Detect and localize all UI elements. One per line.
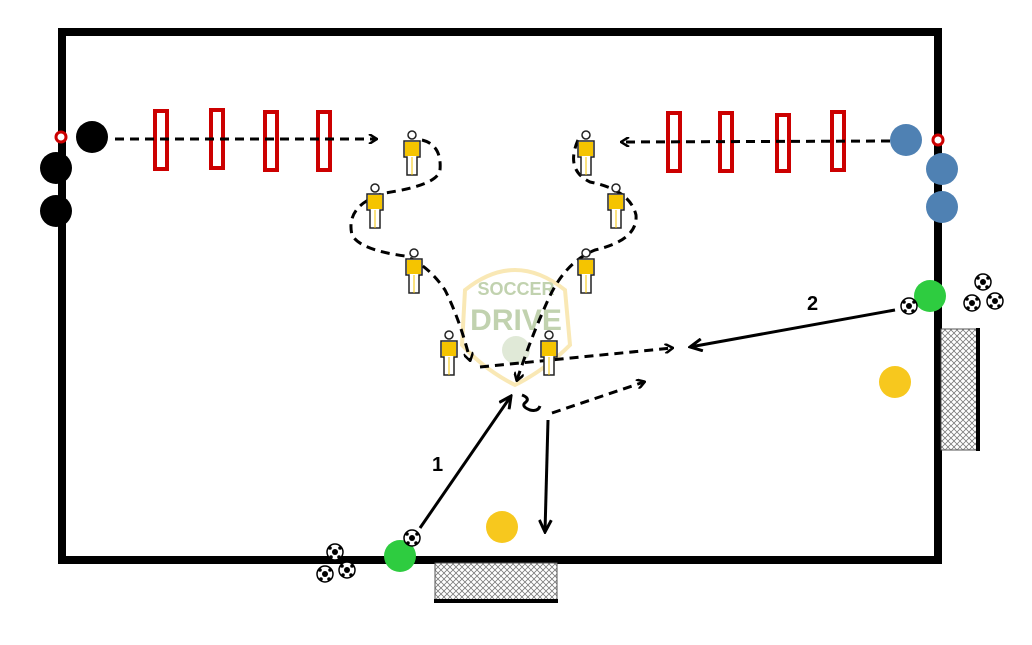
ball-icon [974, 273, 992, 291]
player-blue [926, 153, 958, 185]
team-black [40, 121, 108, 227]
server-green-bottom [384, 540, 416, 572]
run-path-center [479, 348, 672, 369]
movement-paths [115, 138, 896, 532]
player-black [40, 195, 72, 227]
ball-icon [326, 543, 344, 561]
mannequin [366, 183, 384, 229]
hurdle [316, 110, 332, 172]
logo-text-soccer: SOCCER [477, 279, 554, 299]
hurdle [775, 113, 791, 173]
pass-1-arrow [418, 396, 511, 529]
goalkeeper-bottom [486, 511, 518, 543]
pass-label-2: 2 [807, 293, 818, 315]
goal-right [940, 328, 980, 451]
ball-icon [900, 297, 918, 315]
mannequin [403, 130, 421, 176]
cone-left [54, 130, 68, 144]
mannequin [440, 330, 458, 376]
dribble-path-right [622, 141, 891, 142]
cone-right [931, 133, 945, 147]
mannequin [607, 183, 625, 229]
ball-icon [403, 529, 421, 547]
mannequin [577, 248, 595, 294]
mannequin [577, 130, 595, 176]
ball-icon [316, 565, 334, 583]
ball-icon [338, 561, 356, 579]
slalom-path-right [517, 139, 638, 380]
slalom-path-left [349, 138, 470, 360]
dribble-squiggle [521, 393, 542, 412]
goal-bottom [434, 562, 558, 603]
player-blue [890, 124, 922, 156]
player-black [40, 152, 72, 184]
server-green-right [914, 280, 946, 312]
goalkeeper-right [879, 366, 911, 398]
ball-icon [963, 294, 981, 312]
run-path-lower [551, 382, 644, 415]
ball-icon [986, 292, 1004, 310]
player-black [76, 121, 108, 153]
team-blue [890, 124, 958, 223]
shot-arrow [545, 419, 548, 532]
pass-2-arrow [690, 308, 896, 347]
pass-label-1: 1 [432, 454, 443, 476]
hurdle [263, 110, 279, 172]
player-blue [926, 191, 958, 223]
mannequin [405, 248, 423, 294]
balls [316, 273, 1004, 583]
